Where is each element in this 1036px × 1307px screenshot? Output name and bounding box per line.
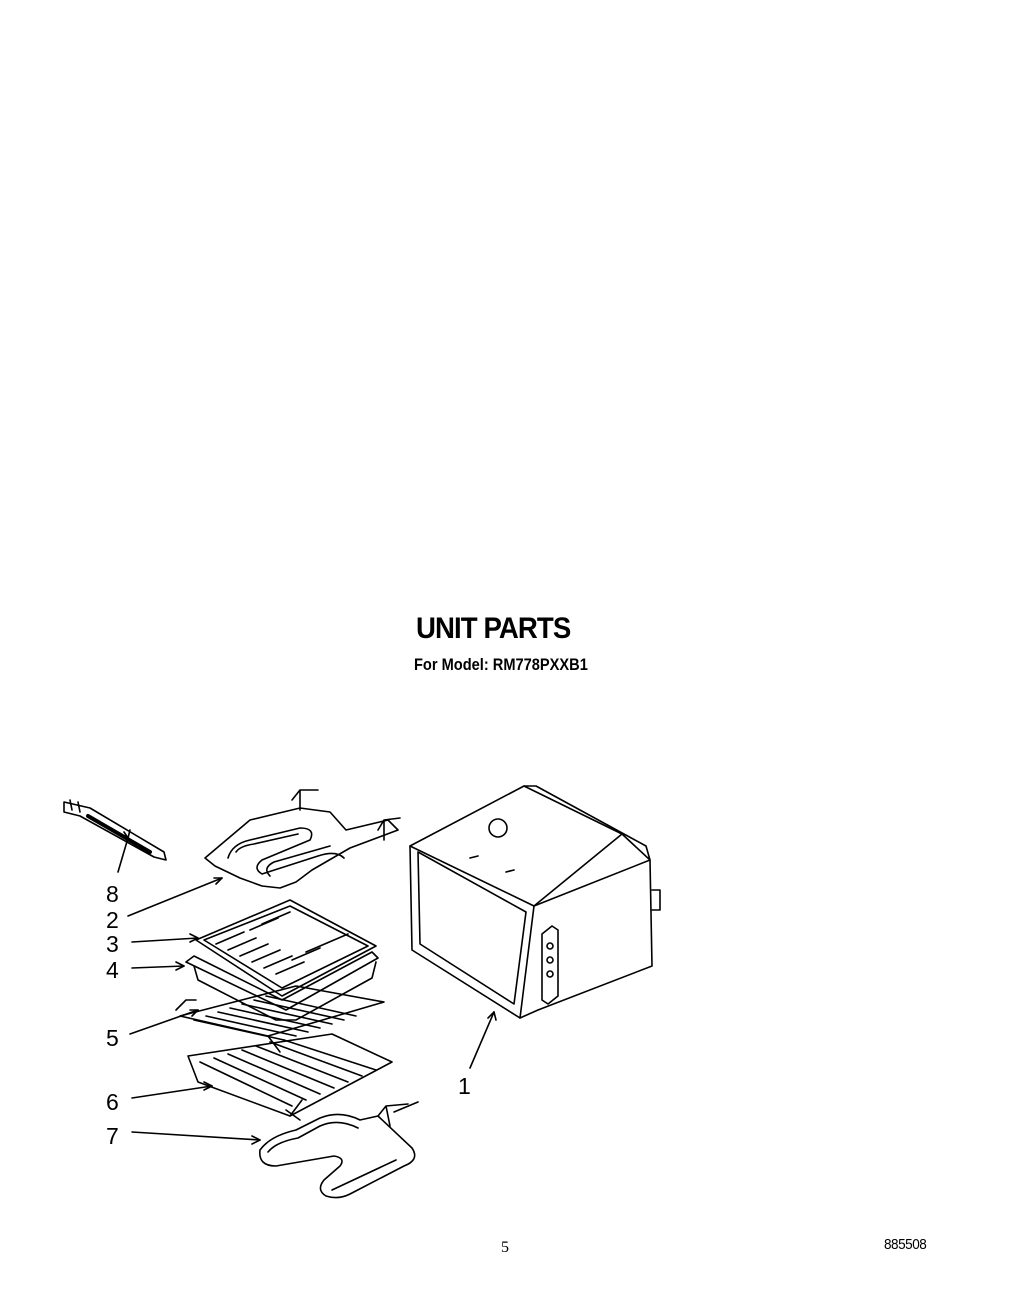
leader-3 [131, 937, 199, 943]
arrowhead-6 [203, 1081, 213, 1091]
leader-6 [131, 1085, 213, 1099]
arrowhead-1 [487, 1011, 497, 1021]
callout-1: 1 [458, 1073, 471, 1099]
arrowhead-3 [189, 933, 199, 943]
leader-5 [129, 1009, 199, 1035]
arrowhead-7 [251, 1135, 261, 1145]
leader-1 [469, 1011, 495, 1069]
broil-element-part-2 [204, 789, 401, 889]
callout-3: 3 [106, 931, 119, 957]
bake-element-part-7 [259, 1101, 419, 1199]
leader-8 [117, 837, 129, 873]
callout-7: 7 [106, 1123, 119, 1149]
page-number: 5 [501, 1239, 509, 1256]
callout-5: 5 [106, 1025, 119, 1051]
broiler-grid-part-3 [195, 899, 377, 997]
bracket-part-8 [63, 799, 167, 861]
callout-6: 6 [106, 1089, 119, 1115]
callout-8: 8 [106, 881, 119, 907]
callout-4: 4 [106, 957, 119, 983]
oven-cavity-part-1 [409, 785, 661, 1019]
arrowhead-5 [189, 1009, 199, 1017]
document-code: 885508 [884, 1236, 927, 1253]
page-title: UNIT PARTS [416, 612, 571, 645]
callout-leaders [117, 829, 497, 1145]
leader-2 [127, 877, 223, 917]
oven-rack-part-6 [187, 1033, 393, 1121]
arrowhead-8 [123, 829, 131, 839]
broiler-pan-part-4 [185, 951, 379, 1021]
leader-4 [131, 965, 185, 969]
arrowhead-2 [213, 877, 223, 885]
leader-7 [131, 1131, 261, 1141]
model-subtitle: For Model: RM778PXXB1 [414, 655, 588, 674]
callout-2: 2 [106, 907, 119, 933]
arrowhead-4 [175, 961, 185, 971]
